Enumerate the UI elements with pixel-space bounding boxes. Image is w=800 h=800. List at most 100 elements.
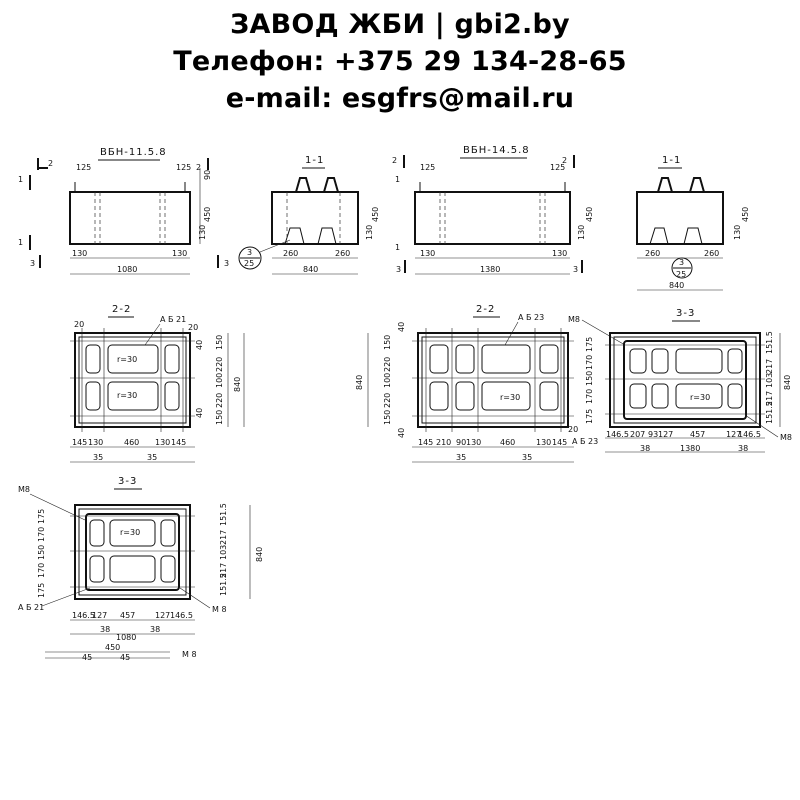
dim-45: 45 — [120, 653, 130, 662]
radius-label: r=30 — [690, 393, 710, 402]
radius-label: r=30 — [120, 528, 140, 537]
dim-130: 130 — [198, 225, 207, 240]
dim-20: 20 — [188, 323, 198, 332]
dim-127: 127 — [726, 430, 741, 439]
plan-body — [609, 332, 761, 428]
dim-150: 150 — [383, 410, 392, 425]
dim-90: 90 — [456, 438, 466, 447]
dim-260: 260 — [645, 249, 660, 258]
dim-130: 130 — [577, 225, 586, 240]
section-2-2-second: 2-2 r=30 А Б 23 840 150 220 100 220 150 … — [355, 304, 598, 463]
dim-93: 93 — [648, 430, 658, 439]
dim-38: 38 — [640, 444, 650, 453]
dim-220: 220 — [215, 357, 224, 372]
dim-38: 38 — [738, 444, 748, 453]
plan-body — [74, 504, 191, 600]
section-1-1-first: 1-1 260 260 840 450 130 3 25 — [238, 155, 380, 275]
block2-title: ВБН-14.5.8 — [463, 145, 530, 156]
dim-130: 130 — [733, 225, 742, 240]
dim-45: 45 — [82, 653, 92, 662]
dim-450: 450 — [741, 207, 750, 222]
dim-450: 450 — [203, 207, 212, 222]
rebar-m8: М 8 — [182, 650, 197, 659]
section-body — [271, 191, 359, 245]
dim-145: 145 — [72, 438, 87, 447]
block1-body — [69, 191, 191, 245]
dim-125: 125 — [176, 163, 191, 172]
dim-175: 175 — [585, 337, 594, 352]
dim-1080: 1080 — [117, 265, 137, 274]
dim-130: 130 — [172, 249, 187, 258]
section-title: 2-2 — [112, 304, 131, 315]
callout-bubble — [238, 246, 262, 270]
section-title: 3-3 — [118, 476, 137, 487]
header-phone: Телефон: +375 29 134-28-65 — [173, 46, 627, 77]
dim-220: 220 — [383, 357, 392, 372]
dim-840: 840 — [255, 547, 264, 562]
dim-150: 150 — [215, 335, 224, 350]
dim-130: 130 — [466, 438, 481, 447]
dim-151-5: 151.5 — [765, 331, 774, 354]
dim-20: 20 — [568, 425, 578, 434]
dim-840: 840 — [669, 281, 684, 290]
header-email: e-mail: esgfrs@mail.ru — [225, 83, 575, 114]
dim-150: 150 — [215, 410, 224, 425]
cut-mark-2: 2 — [196, 163, 201, 172]
dim-103: 103 — [765, 373, 774, 388]
dim-35: 35 — [93, 453, 103, 462]
cut-mark-3: 3 — [396, 265, 401, 274]
block2-elevation: ВБН-14.5.8 125 125 450 130 130 130 1380 … — [392, 145, 594, 275]
cut-mark-1: 1 — [395, 243, 400, 252]
dim-207: 207 — [630, 430, 645, 439]
dim-145: 145 — [552, 438, 567, 447]
dim-260: 260 — [704, 249, 719, 258]
dim-151-5: 151.5 — [219, 573, 228, 596]
dim-127: 127 — [92, 611, 107, 620]
section-title: 1-1 — [662, 155, 681, 166]
dim-146-5: 146.5 — [170, 611, 193, 620]
dim-210: 210 — [436, 438, 451, 447]
radius-label: r=30 — [117, 391, 137, 400]
dim-170: 170 — [585, 389, 594, 404]
dim-840: 840 — [303, 265, 318, 274]
bubble-bottom: 25 — [676, 270, 686, 279]
dim-125: 125 — [420, 163, 435, 172]
dim-35: 35 — [522, 453, 532, 462]
dim-130: 130 — [536, 438, 551, 447]
dim-38: 38 — [100, 625, 110, 634]
callout-bubble — [671, 257, 693, 279]
cut-mark-1: 1 — [18, 175, 23, 184]
rebar-ab23: А Б 23 — [518, 313, 544, 322]
dim-40: 40 — [397, 428, 406, 438]
dim-1080: 1080 — [116, 633, 136, 642]
dim-220: 220 — [383, 393, 392, 408]
dim-127: 127 — [658, 430, 673, 439]
dim-125: 125 — [550, 163, 565, 172]
dim-460: 460 — [124, 438, 139, 447]
dim-130: 130 — [365, 225, 374, 240]
dim-450: 450 — [585, 207, 594, 222]
dim-460: 460 — [500, 438, 515, 447]
dim-175: 175 — [585, 409, 594, 424]
block1-elevation: ВБН-11.5.8 125 125 90 450 130 130 130 10… — [18, 147, 229, 275]
dim-150: 150 — [37, 545, 46, 560]
rebar-ab21: А Б 21 — [18, 603, 44, 612]
dim-150: 150 — [383, 335, 392, 350]
dim-145: 145 — [171, 438, 186, 447]
dim-151-5: 151.5 — [765, 401, 774, 424]
section-title: 3-3 — [676, 308, 695, 319]
section-3-3-first: 3-3 М8 r=30 175 170 150 170 175 151.5 21… — [18, 476, 264, 662]
dim-100: 100 — [383, 373, 392, 388]
dim-217: 217 — [765, 359, 774, 374]
block2-body — [414, 191, 571, 245]
dim-170: 170 — [37, 563, 46, 578]
cut-mark-3: 3 — [224, 259, 229, 268]
section-3-3-second: 3-3 М8 r=30 175 170 150 170 175 151.5 21… — [568, 308, 792, 453]
header: ЗАВОД ЖБИ | gbi2.by Телефон: +375 29 134… — [0, 6, 800, 117]
dim-1380: 1380 — [480, 265, 500, 274]
dim-38: 38 — [150, 625, 160, 634]
dim-840: 840 — [355, 375, 364, 390]
section-2-2-first: 2-2 r=30 r=30 20 20 А Б 21 40 150 220 10… — [70, 304, 245, 463]
rebar-m8: М8 — [18, 485, 30, 494]
section-title: 2-2 — [476, 304, 495, 315]
